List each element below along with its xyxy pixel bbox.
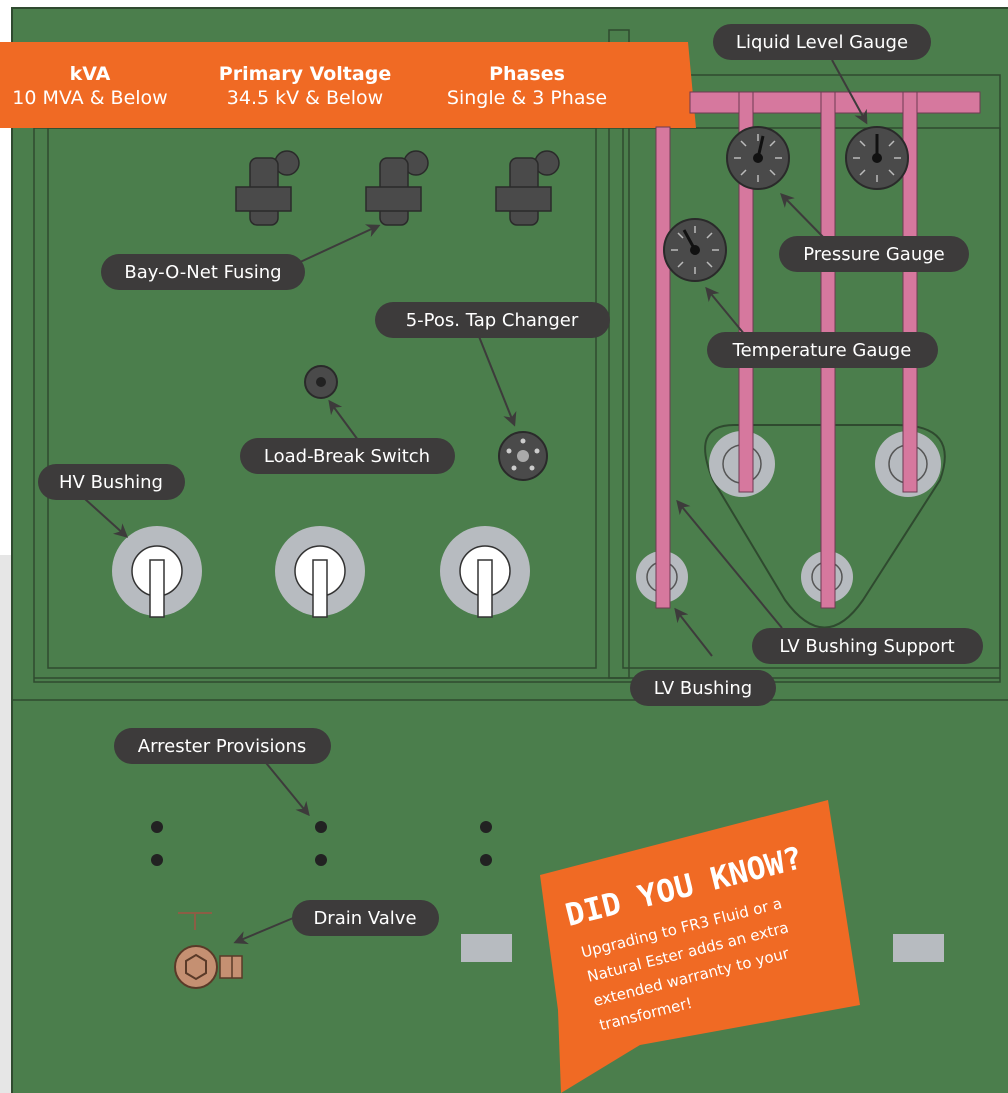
label-load-break-switch: Load-Break Switch bbox=[264, 446, 430, 467]
fuse-1 bbox=[235, 150, 300, 226]
load-break-switch bbox=[304, 365, 338, 399]
pressure-gauge bbox=[726, 126, 790, 190]
gray-plate-right bbox=[893, 934, 944, 962]
label-drain-valve: Drain Valve bbox=[313, 908, 416, 929]
label-lv-bushing: LV Bushing bbox=[654, 678, 752, 699]
phases-heading: Phases bbox=[489, 63, 565, 85]
lv-bushing-support bbox=[704, 424, 946, 629]
label-tap-changer: 5-Pos. Tap Changer bbox=[406, 310, 579, 331]
callout-hv-bushing: HV Bushing bbox=[38, 464, 185, 500]
callout-pressure-gauge: Pressure Gauge bbox=[779, 236, 969, 272]
voltage-heading: Primary Voltage bbox=[219, 63, 391, 85]
liquid-level-gauge bbox=[845, 126, 909, 190]
hv-bushings bbox=[112, 526, 530, 618]
label-temperature-gauge: Temperature Gauge bbox=[732, 340, 912, 361]
callout-temperature-gauge: Temperature Gauge bbox=[707, 332, 938, 368]
callout-load-break-switch: Load-Break Switch bbox=[240, 438, 455, 474]
hv-bushing-3 bbox=[440, 526, 530, 618]
spec-banner: kVA 10 MVA & Below Primary Voltage 34.5 … bbox=[0, 42, 696, 128]
callout-drain-valve: Drain Valve bbox=[292, 900, 439, 936]
drain-valve bbox=[174, 912, 243, 989]
bay-o-net-fuses bbox=[235, 150, 560, 226]
leader-arrows bbox=[84, 59, 868, 945]
phases-value: Single & 3 Phase bbox=[447, 87, 607, 109]
callout-liquid-level-gauge: Liquid Level Gauge bbox=[713, 24, 931, 60]
did-you-know-callout: DID YOU KNOW? Upgrading to FR3 Fluid or … bbox=[540, 800, 860, 1093]
arrester-provisions bbox=[151, 821, 492, 866]
callout-tap-changer: 5-Pos. Tap Changer bbox=[375, 302, 610, 338]
label-bay-o-net-fusing: Bay-O-Net Fusing bbox=[124, 262, 281, 283]
hv-bushing-2 bbox=[275, 526, 365, 618]
temperature-gauge bbox=[663, 218, 727, 282]
gray-plate-left bbox=[461, 934, 512, 962]
callout-lv-bushing: LV Bushing bbox=[630, 670, 776, 706]
label-hv-bushing: HV Bushing bbox=[59, 472, 163, 493]
fuse-2 bbox=[365, 150, 429, 226]
label-arrester-provisions: Arrester Provisions bbox=[138, 736, 307, 757]
label-liquid-level-gauge: Liquid Level Gauge bbox=[736, 32, 908, 53]
tap-changer bbox=[498, 431, 548, 481]
hv-bushing-1 bbox=[112, 526, 202, 618]
voltage-value: 34.5 kV & Below bbox=[227, 87, 383, 109]
kva-heading: kVA bbox=[70, 63, 111, 85]
callout-bay-o-net-fusing: Bay-O-Net Fusing bbox=[101, 254, 305, 290]
label-lv-bushing-support: LV Bushing Support bbox=[779, 636, 954, 657]
fuse-3 bbox=[495, 150, 560, 226]
callout-arrester-provisions: Arrester Provisions bbox=[114, 728, 331, 764]
label-pressure-gauge: Pressure Gauge bbox=[803, 244, 944, 265]
callout-lv-bushing-support: LV Bushing Support bbox=[752, 628, 983, 664]
kva-value: 10 MVA & Below bbox=[12, 87, 167, 109]
